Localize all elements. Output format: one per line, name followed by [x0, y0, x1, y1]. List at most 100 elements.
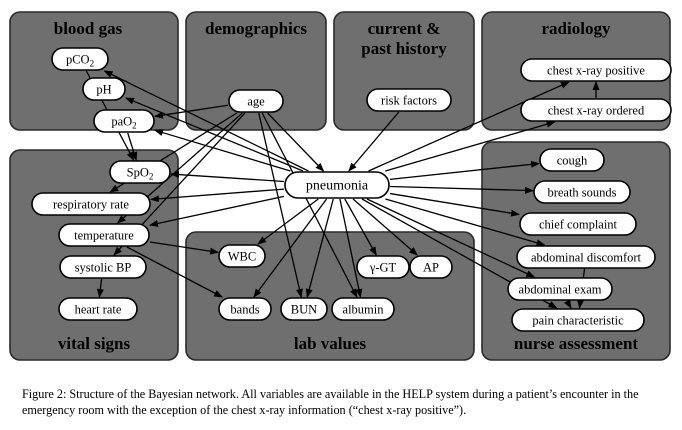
node-label-text: chest x-ray ordered: [548, 104, 645, 118]
node-pain: pain characteristic: [511, 308, 645, 332]
node-label: abdominal discomfort: [531, 251, 642, 265]
node-label-text: abdominal discomfort: [531, 251, 642, 265]
node-box: [356, 255, 410, 279]
figure-caption: Figure 2: Structure of the Bayesian netw…: [22, 387, 639, 417]
node-label-text: paO: [111, 115, 132, 129]
node-box: [533, 180, 631, 204]
node-box: [58, 297, 138, 321]
node-albumin: albumin: [331, 297, 395, 321]
node-box: [93, 109, 155, 133]
node-label: pain characteristic: [532, 314, 624, 328]
edge-abexam-to-pain: [563, 299, 572, 309]
node-label-subscript: 2: [90, 59, 95, 69]
edge-pneu-to-abdisc: [385, 198, 546, 247]
edge-temp-to-bands: [126, 246, 224, 298]
node-box: [51, 47, 109, 71]
group-title-nurse-assessment: nurse assessment: [514, 334, 639, 353]
node-label: pneumonia: [306, 179, 369, 194]
node-bands: bands: [218, 297, 272, 321]
node-label: chest x-ray ordered: [548, 104, 645, 118]
node-label-text: AP: [423, 261, 439, 275]
node-pco2: pCO2: [51, 47, 109, 71]
edge-pneu-to-ggt: [344, 198, 377, 256]
edge-pneu-to-spo2: [170, 171, 285, 183]
node-label: cough: [557, 154, 588, 168]
node-cough: cough: [539, 148, 605, 172]
edge-pneu-to-pao2: [154, 129, 291, 172]
node-risk: risk factors: [366, 88, 452, 112]
group-title-lab-values: lab values: [294, 334, 367, 353]
node-breath: breath sounds: [533, 180, 631, 204]
node-label: bands: [230, 303, 259, 317]
node-box: [280, 297, 328, 321]
node-label: age: [247, 95, 265, 109]
node-label: breath sounds: [547, 186, 616, 200]
node-box: [507, 277, 613, 301]
node-label-text: γ-GT: [369, 261, 397, 275]
node-box: [539, 148, 605, 172]
edge-temp-to-wbc: [149, 241, 219, 255]
node-label-text: pneumonia: [306, 179, 369, 194]
node-box: [218, 297, 272, 321]
edge-risk-to-pneu: [348, 111, 400, 172]
node-age: age: [228, 89, 284, 113]
node-label-text: cough: [557, 154, 588, 168]
edge-pneu-to-albumin: [339, 198, 363, 298]
node-box: [409, 255, 453, 279]
node-label: respiratory rate: [53, 198, 129, 212]
node-hr: heart rate: [58, 297, 138, 321]
node-box: [31, 192, 151, 216]
node-label-text: risk factors: [381, 94, 437, 108]
node-label-text: BUN: [291, 303, 317, 317]
node-label: albumin: [343, 303, 385, 317]
node-label: systolic BP: [75, 261, 132, 275]
edge-age-to-pneu: [267, 112, 325, 172]
node-box: [516, 245, 656, 269]
node-label-subscript: 2: [149, 172, 154, 182]
group-title-vital-signs: vital signs: [58, 334, 131, 353]
edge-pneu-to-cxrord: [385, 120, 556, 172]
group-title-history: current &: [368, 19, 441, 38]
node-label: temperature: [74, 229, 134, 243]
node-label-text: pH: [96, 83, 111, 97]
node-chief: chief complaint: [519, 212, 637, 236]
edge-pao2-to-spo2: [127, 132, 138, 161]
node-label-text: systolic BP: [75, 261, 132, 275]
node-box: [331, 297, 395, 321]
node-label: WBC: [228, 250, 256, 264]
node-temp: temperature: [58, 223, 150, 247]
node-label: AP: [423, 261, 439, 275]
node-label-text: respiratory rate: [53, 198, 129, 212]
group-title-demographics: demographics: [205, 19, 307, 38]
edge-pneu-to-breath: [389, 185, 534, 194]
edge-pneu-to-temp: [149, 195, 285, 227]
node-label: abdominal exam: [519, 283, 602, 297]
node-label: heart rate: [75, 303, 122, 317]
group-title-radiology: radiology: [542, 19, 611, 38]
node-label-text: temperature: [74, 229, 134, 243]
node-box: [366, 88, 452, 112]
node-label-text: SpO: [127, 166, 149, 180]
edge-age-to-albumin: [261, 112, 358, 298]
edge-pneu-to-wbc: [257, 198, 319, 245]
node-box: [520, 58, 672, 82]
node-label: SpO2: [127, 166, 154, 182]
node-box: [218, 244, 266, 268]
node-box: [109, 160, 171, 184]
edge-pneu-to-chief: [389, 192, 520, 217]
edge-sbp-to-hr: [96, 278, 104, 298]
node-label-text: bands: [230, 303, 259, 317]
node-box: [520, 98, 672, 122]
node-box: [228, 89, 284, 113]
node-abexam: abdominal exam: [507, 277, 613, 301]
group-title-blood-gas: blood gas: [54, 19, 123, 38]
edge-pneu-to-resp: [150, 188, 285, 203]
node-label-text: breath sounds: [547, 186, 616, 200]
node-resp: respiratory rate: [31, 192, 151, 216]
group-box-demographics: [185, 11, 327, 131]
node-box: [511, 308, 645, 332]
node-label-text: pain characteristic: [532, 314, 624, 328]
node-box: [58, 223, 150, 247]
group-box-blood-gas: [9, 11, 179, 131]
